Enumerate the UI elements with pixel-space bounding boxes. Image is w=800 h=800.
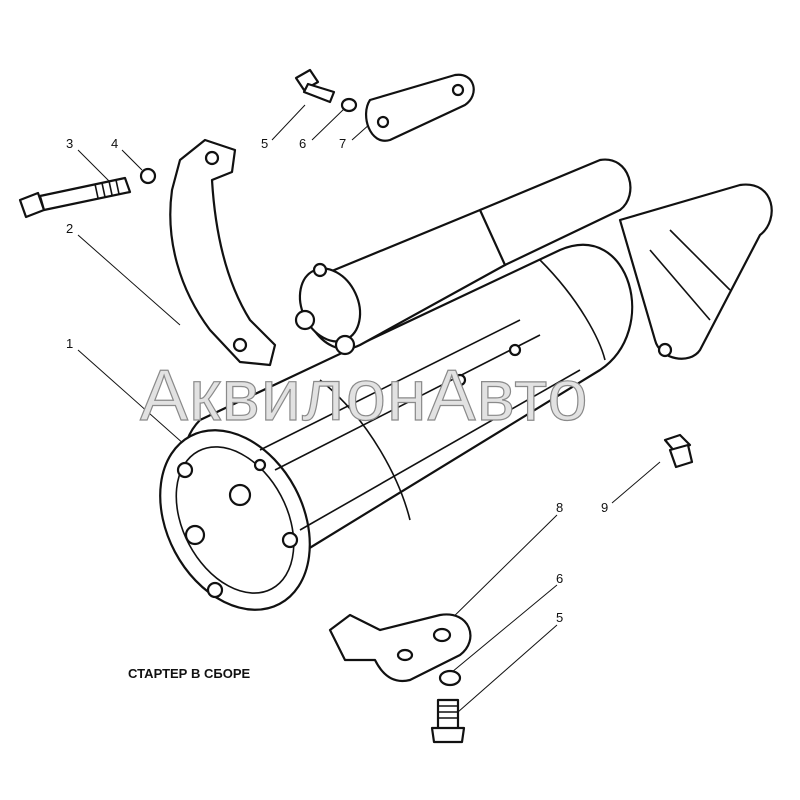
callout-4: 4 xyxy=(111,136,119,151)
bracket-7 xyxy=(365,73,475,142)
plug-9 xyxy=(663,433,694,469)
drive-housing xyxy=(618,183,773,360)
callout-7: 7 xyxy=(339,136,347,151)
solenoid xyxy=(294,158,632,356)
bracket-8 xyxy=(328,613,472,683)
watermark: АквилонАвто xyxy=(139,355,589,436)
washer-6-top xyxy=(340,97,358,113)
callout-5-top: 5 xyxy=(261,136,269,151)
callout-8: 8 xyxy=(556,500,564,515)
callout-6-top: 6 xyxy=(299,136,307,151)
starter-body xyxy=(159,243,634,611)
diagram-title: СТАРТЕР В СБОРЕ xyxy=(128,666,251,681)
callout-2: 2 xyxy=(66,221,74,236)
washer-4 xyxy=(139,167,157,185)
bolt-5-bottom xyxy=(430,698,466,744)
bolt-5-top xyxy=(294,68,336,104)
callout-6-bottom: 6 xyxy=(556,571,564,586)
washer-6-bottom xyxy=(438,669,462,687)
callout-1: 1 xyxy=(66,336,74,351)
callout-9: 9 xyxy=(601,500,609,515)
bolt-3 xyxy=(18,176,132,219)
callout-5-bottom: 5 xyxy=(556,610,564,625)
clamp-bracket-2 xyxy=(169,138,277,367)
leader-lines xyxy=(77,104,661,713)
callout-3: 3 xyxy=(66,136,74,151)
